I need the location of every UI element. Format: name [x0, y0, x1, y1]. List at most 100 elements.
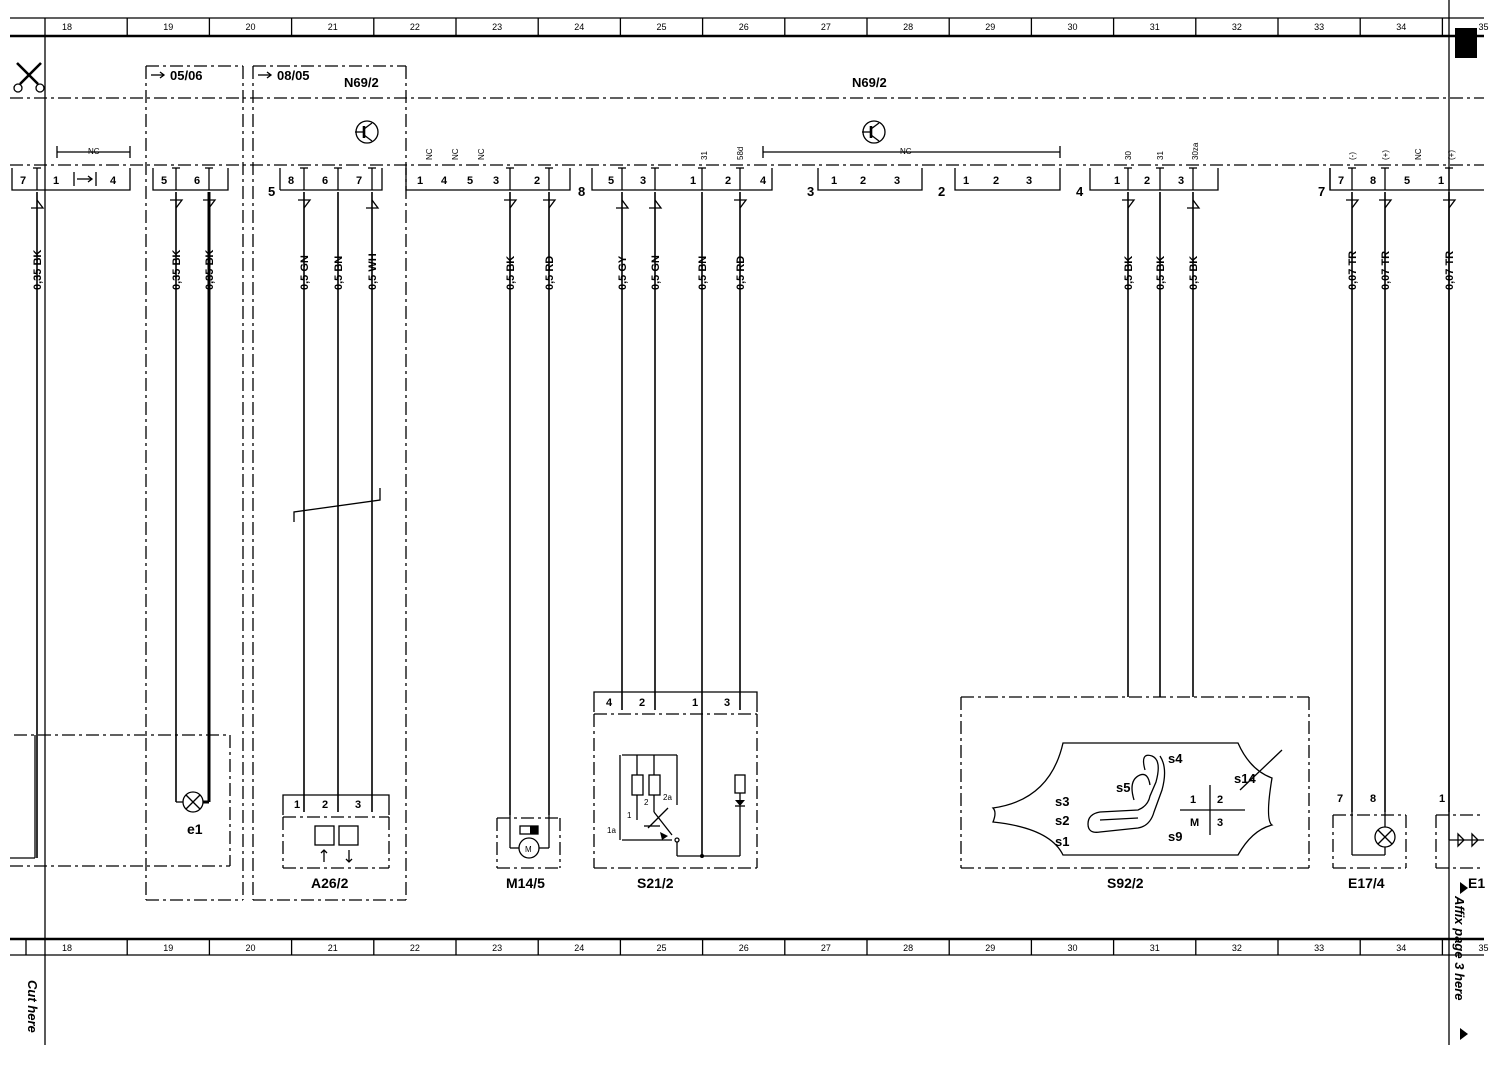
nc-bracket: NC — [762, 146, 1061, 158]
signal-up-arrow-icon — [1187, 199, 1201, 209]
wire-label: 0,35 BK — [204, 250, 216, 290]
pin-number: 1 — [1114, 175, 1120, 187]
pin-number: 2 — [534, 175, 540, 187]
wires — [31, 192, 1457, 858]
column-number: 25 — [657, 943, 667, 953]
pin-tag: (+) — [1447, 150, 1456, 160]
column-number: 33 — [1314, 943, 1324, 953]
affix-arrow-bottom-icon — [1460, 1028, 1468, 1040]
pin-number: 2 — [322, 799, 328, 811]
pin-number: 7 — [356, 175, 362, 187]
column-number: 23 — [492, 943, 502, 953]
inner-label: 1 — [627, 811, 632, 820]
motor-symbol: M — [525, 845, 532, 854]
inner-label: 2 — [644, 798, 649, 807]
memory-grid-cell: M — [1190, 817, 1199, 829]
memory-grid-cell: 3 — [1217, 817, 1223, 829]
pin-number: 3 — [640, 175, 646, 187]
switch-arrow-icon — [660, 832, 668, 840]
signal-down-arrow-icon — [543, 199, 557, 209]
pin-number: 8 — [288, 175, 294, 187]
inner-label: 2a — [663, 793, 672, 802]
wire-label: 0,5 BK — [505, 256, 517, 290]
nc-label: NC — [900, 147, 912, 156]
column-number: 18 — [62, 943, 72, 953]
connector-row — [11, 168, 1484, 191]
column-number: 27 — [821, 22, 831, 32]
column-dividers-bottom — [126, 939, 1444, 955]
pin-number: 1 — [692, 697, 698, 709]
component-m14-5: M M14/5 — [496, 815, 561, 891]
pin-tag: 30za — [1191, 142, 1200, 160]
component-e17-4: 7 8 E17/4 — [1332, 793, 1407, 891]
wire-label: 0,5 BK — [1155, 256, 1167, 290]
pin-number: 4 — [760, 175, 767, 187]
pin-number: 5 — [608, 175, 614, 187]
transistor-icon — [862, 120, 886, 144]
signal-down-arrow-icon — [203, 199, 217, 209]
connector-number: 4 — [1076, 184, 1084, 199]
module-title-left: N69/2 — [344, 75, 379, 90]
n69-housing — [10, 65, 1484, 901]
affix-arrow-top-icon — [1460, 882, 1468, 894]
resistor-icon — [648, 774, 661, 796]
signal-down-arrow-icon — [170, 199, 184, 209]
actuator-icon — [338, 825, 359, 846]
signal-down-arrow-icon — [734, 199, 748, 209]
signal-down-arrow-icon — [1379, 199, 1393, 209]
column-number: 25 — [657, 22, 667, 32]
pin-tag: 30 — [1124, 151, 1133, 160]
column-number: 31 — [1150, 22, 1160, 32]
pin-tag: 31 — [700, 151, 709, 160]
inner-label: 1a — [607, 826, 616, 835]
nc-bracket: NC — [56, 146, 131, 158]
diode-icon — [735, 800, 745, 806]
wire-label: 0,5 RD — [735, 256, 747, 290]
resistor-icon — [631, 774, 644, 796]
affix-label: Affix page 3 here — [1452, 895, 1467, 1001]
signal-up-arrow-icon — [366, 199, 380, 209]
column-number: 30 — [1068, 22, 1078, 32]
connector-number: 2 — [938, 184, 945, 199]
signal-down-arrow-icon — [1346, 199, 1360, 209]
column-number: 22 — [410, 22, 420, 32]
pin-number: 4 — [606, 697, 613, 709]
column-number: 32 — [1232, 943, 1242, 953]
wire-label: 0,35 BK — [32, 250, 44, 290]
wire-label: 0,5 BN — [697, 256, 709, 290]
component-label: S21/2 — [637, 875, 674, 891]
version-label: 08/05 — [277, 68, 310, 83]
column-number: 27 — [821, 943, 831, 953]
wire-break-mark — [293, 488, 381, 522]
wire-labels: 0,35 BK 0,35 BK 0,35 BK 0,5 GN 0,5 BN 0,… — [32, 250, 1456, 290]
pin-number: 7 — [20, 175, 26, 187]
pin-number: 2 — [860, 175, 866, 187]
column-number: 34 — [1396, 22, 1406, 32]
seat-icon — [1087, 754, 1166, 833]
signal-down-arrow-icon — [298, 199, 312, 209]
pin-number: 4 — [441, 175, 448, 187]
column-number: 35 — [1479, 22, 1489, 32]
pin-tag: 31 — [1156, 151, 1165, 160]
pin-number: 3 — [355, 799, 361, 811]
signal-up-arrow-icon — [31, 199, 45, 209]
wire-label: 0,5 WH — [367, 253, 379, 290]
connector-number: 7 — [1318, 184, 1325, 199]
wire-label: 0,07 TR — [1444, 251, 1456, 290]
pin-number: 1 — [963, 175, 969, 187]
switch-label: s1 — [1055, 834, 1069, 849]
pin-number: 3 — [493, 175, 499, 187]
column-number: 28 — [903, 943, 913, 953]
component-label: S92/2 — [1107, 875, 1144, 891]
wire-label: 0,5 BN — [333, 256, 345, 290]
pin-number: 3 — [724, 697, 730, 709]
version-mark-08-05: 08/05 — [258, 68, 310, 83]
version-label: 05/06 — [170, 68, 203, 83]
pin-number: 5 — [1404, 175, 1410, 187]
component-label: M14/5 — [506, 875, 545, 891]
pin-tag: (+) — [1381, 150, 1390, 160]
connector-number: 3 — [807, 184, 814, 199]
pin-number: 1 — [1438, 175, 1444, 187]
led-icon — [1457, 832, 1465, 848]
